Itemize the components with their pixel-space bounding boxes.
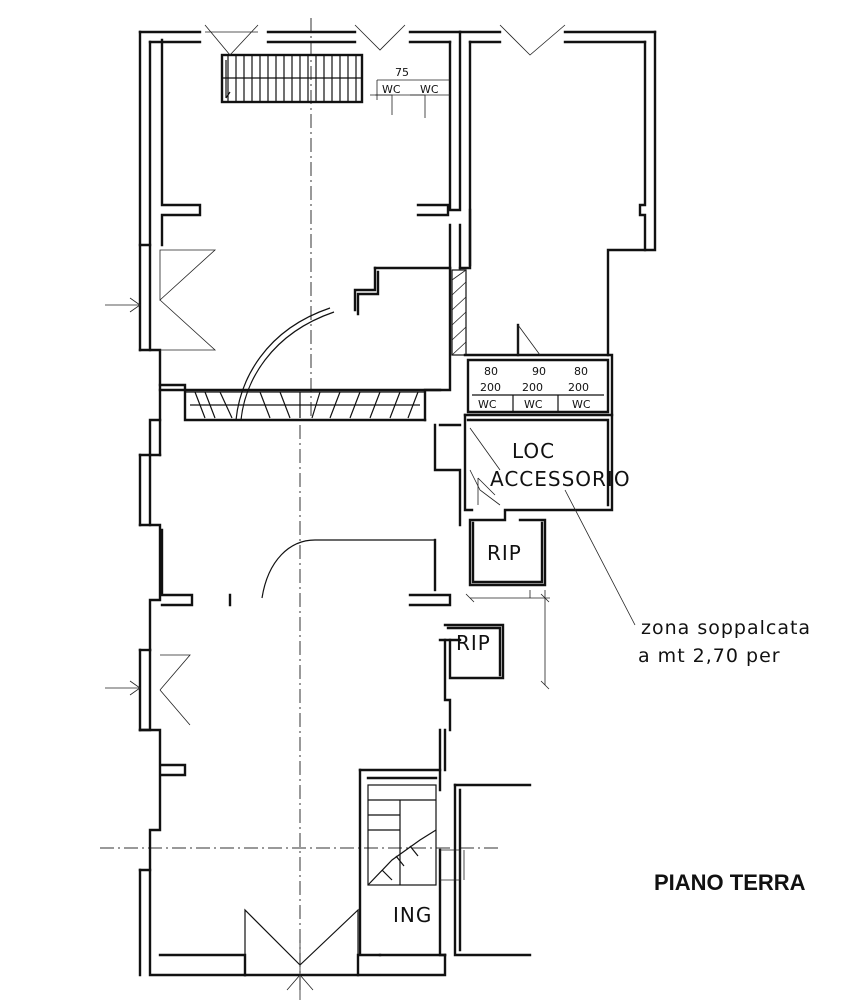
dim-3-top: 80: [574, 365, 588, 378]
staircase-top: [220, 53, 364, 104]
loc-accessorio-label-line2: ACCESSORIO: [490, 467, 631, 491]
note-leader-line: [564, 489, 636, 626]
rip-upper-label: RIP: [487, 541, 522, 565]
axis-lines: [100, 18, 500, 990]
wc-label-top-right: WC: [420, 83, 439, 96]
ing-label: ING: [393, 903, 432, 927]
floor-title: PIANO TERRA: [654, 870, 806, 895]
main-building-walls: [138, 30, 532, 977]
stair-mark-label: 75: [395, 66, 409, 79]
right-building-walls: [443, 30, 657, 690]
staircase-middle: [185, 391, 425, 419]
wc-label-block-2: WC: [524, 398, 543, 411]
dim-2-bottom: 200: [522, 381, 543, 394]
wc-labels: WC WC WC WC WC: [382, 83, 591, 411]
wc-label-top-left: WC: [382, 83, 401, 96]
dim-1-bottom: 200: [480, 381, 501, 394]
dimension-labels: 75 80 200 90 200 80 200: [395, 66, 589, 394]
dim-3-bottom: 200: [568, 381, 589, 394]
doors: [105, 24, 566, 1000]
room-labels: LOC ACCESSORIO RIP RIP ING: [393, 439, 631, 927]
dim-1-top: 80: [484, 365, 498, 378]
dim-2-top: 90: [532, 365, 546, 378]
note-line-1: zona soppalcata: [641, 617, 811, 639]
rip-lower-label: RIP: [456, 631, 491, 655]
loc-accessorio-label-line1: LOC: [512, 439, 555, 463]
wc-label-block-1: WC: [478, 398, 497, 411]
mezzanine-note: zona soppalcata a mt 2,70 per: [638, 617, 811, 667]
hatched-wall-zone: [451, 269, 467, 356]
staircase-entrance: [367, 784, 437, 886]
wc-label-block-3: WC: [572, 398, 591, 411]
note-line-2: a mt 2,70 per: [638, 645, 781, 667]
